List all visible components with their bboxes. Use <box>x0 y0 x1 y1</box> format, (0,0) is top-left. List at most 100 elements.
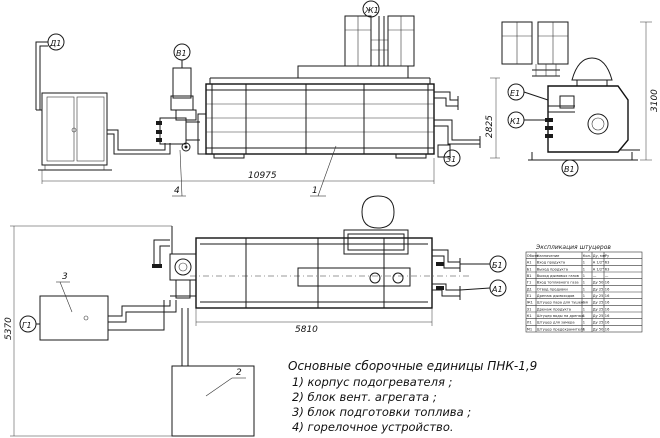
marker-zh1: Ж1 <box>364 6 379 15</box>
table-cell: 1 <box>583 294 585 298</box>
table-cell: Ду 50 <box>593 327 604 331</box>
table-cell: Ду 25 <box>593 301 604 305</box>
caption-item-3: 3) блок подготовки топлива ; <box>292 405 471 419</box>
dim-height-front: 2825 <box>485 115 495 138</box>
caption-item-4: 4) горелочное устройство. <box>292 420 454 434</box>
marker-z1: З1 <box>446 155 456 164</box>
fan-unit-plan <box>297 267 411 287</box>
table-cell: 16 <box>605 321 610 325</box>
callout-4: 4 <box>174 186 180 196</box>
table-cell: Штуцер для замера <box>537 321 575 325</box>
fuel-block-front <box>41 92 108 166</box>
dim-length-plan: 5810 <box>295 325 318 335</box>
heater-body-front <box>205 83 435 155</box>
table-cell: 63 <box>605 261 610 265</box>
caption-item-2: 2) блок вент. агрегата ; <box>292 390 437 404</box>
side-view: 3100 <box>501 21 660 161</box>
front-view: 10975 2825 <box>35 15 500 184</box>
table-cell: Л1 <box>527 321 532 325</box>
table-cell: Отвод продувки <box>537 287 569 291</box>
dim-width-plan: 5370 <box>4 317 14 340</box>
table-cell: 16 <box>605 294 610 298</box>
nozzle-table: Экспликация штуцеров Обозн.Назначение Кол… <box>525 244 643 333</box>
marker-a1: А1 <box>491 285 503 294</box>
dome-plan <box>361 195 395 229</box>
table-cell: Дренаж дымоходов <box>537 294 575 298</box>
nozzle-table-title: Экспликация штуцеров <box>535 244 611 251</box>
table-cell: 16 <box>605 281 610 285</box>
table-cell: Штуцер предохранителя <box>537 327 585 331</box>
table-cell: 1 <box>583 287 585 291</box>
marker-b1: Б1 <box>492 261 503 270</box>
table-cell: Выход дымовых газов <box>537 274 579 278</box>
table-cell: 1 <box>583 307 585 311</box>
table-cell: 1 <box>583 301 585 305</box>
burner-front <box>159 117 187 145</box>
table-cell: Выход продукта <box>537 267 568 271</box>
marker-v1-top: В1 <box>176 49 187 58</box>
fan-unit-base-front <box>297 65 409 79</box>
marker-v1-side: В1 <box>564 165 575 174</box>
callout-1: 1 <box>312 186 318 196</box>
nozzle-table-grid <box>526 252 642 332</box>
fuel-block-plan <box>39 295 109 341</box>
table-cell: А 1/2" <box>593 261 604 265</box>
caption-title: Основные сборочные единицы ПНК-1,9 <box>288 359 537 373</box>
table-header-cell: Кол. <box>583 254 591 258</box>
table-header-cell: Ду, мм <box>593 254 606 258</box>
table-cell: 1 <box>583 314 585 318</box>
table-cell: Б1 <box>527 267 532 271</box>
markers: Д1 В1 Ж1 Е1 К1 З1 В1 Б1 А1 Г1 1 4 <box>19 0 579 397</box>
table-cell: 16 <box>605 307 610 311</box>
table-cell: Дренаж продукта <box>537 307 571 311</box>
dim-height-side: 3100 <box>650 89 660 112</box>
fan-block-plan <box>171 365 255 437</box>
table-cell: 1 <box>583 274 585 278</box>
table-cell: Ж1 <box>527 301 533 305</box>
table-cell: В1 <box>527 274 532 278</box>
table-cell: З1 <box>527 307 532 311</box>
table-cell: Ду 25 <box>593 287 604 291</box>
table-cell: 1 <box>583 321 585 325</box>
table-header-cell: Обозн. <box>527 254 540 258</box>
dim-length-front: 10975 <box>248 171 277 181</box>
table-cell: — <box>605 274 609 278</box>
table-cell: Д1 <box>527 287 532 291</box>
table-cell: Ду 25 <box>593 307 604 311</box>
marker-e1: Е1 <box>510 89 520 98</box>
table-cell: Ду 25 <box>593 321 604 325</box>
table-cell: М1 <box>527 327 532 331</box>
table-cell: Г1 <box>527 281 531 285</box>
table-cell: 16 <box>605 287 610 291</box>
table-cell: Е1 <box>527 294 532 298</box>
cabinet-door-left <box>46 96 75 162</box>
table-cell: Штуцер воды на дренаж <box>537 314 585 318</box>
table-cell: 1 <box>583 261 585 265</box>
caption-item-1: 1) корпус подогревателя ; <box>292 375 453 389</box>
table-header-cell: Ру <box>605 254 610 258</box>
table-cell: Ду 50 <box>593 281 604 285</box>
table-cell: 1 <box>583 327 585 331</box>
heater-body-side <box>547 85 629 153</box>
callout-2: 2 <box>236 368 242 378</box>
table-cell: А1 <box>527 261 532 265</box>
table-cell: К1 <box>527 314 532 318</box>
marker-k1: К1 <box>510 117 521 126</box>
table-cell: 16 <box>605 327 610 331</box>
plan-view: 5810 5370 <box>4 195 470 437</box>
table-cell: 16 <box>605 314 610 318</box>
table-cell: 63 <box>605 267 610 271</box>
caption-block: Основные сборочные единицы ПНК-1,9 1) ко… <box>288 359 537 434</box>
table-cell: Ду 25 <box>593 314 604 318</box>
callout-3: 3 <box>62 272 68 282</box>
table-cell: А 1/2" <box>593 267 604 271</box>
table-cell: Ду 25 <box>593 294 604 298</box>
dome-side <box>571 57 613 81</box>
table-header-cell: Назначение <box>537 254 560 258</box>
table-cell: Штуцер пара для тушения <box>537 301 588 305</box>
table-cell: Вход продукта <box>537 261 565 265</box>
table-cell: 1 <box>583 267 585 271</box>
table-cell: 1 <box>583 281 585 285</box>
